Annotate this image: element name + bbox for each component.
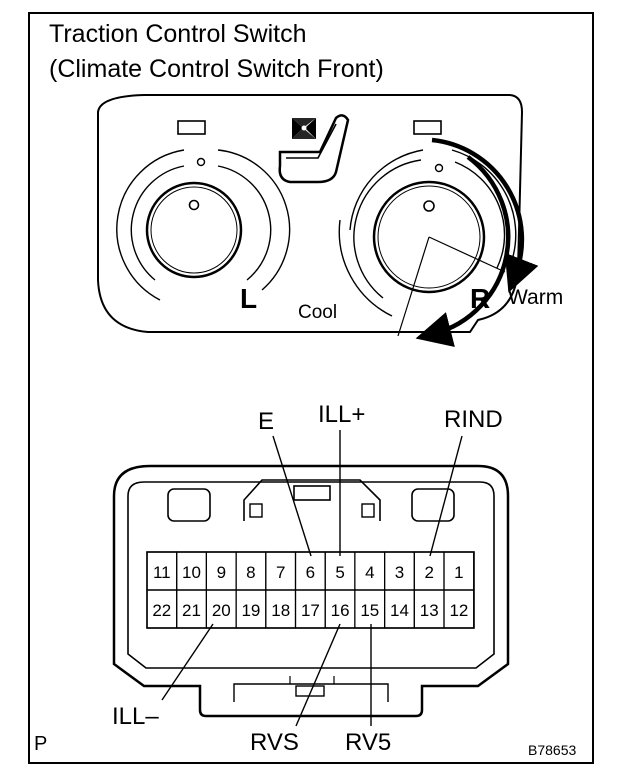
callout-e: E xyxy=(258,408,274,435)
left-dial-letter: L xyxy=(240,283,257,314)
pin-number: 21 xyxy=(182,601,201,620)
callout-rv5: RV5 xyxy=(345,729,391,756)
pin-number: 20 xyxy=(212,601,231,620)
warm-arrow xyxy=(431,137,539,293)
callout-lines xyxy=(161,430,463,727)
figure-id: B78653 xyxy=(528,742,577,758)
pin-number: 2 xyxy=(424,563,433,582)
pin-number: 14 xyxy=(390,601,409,620)
right-indicator-lamp xyxy=(413,120,442,135)
pin-number: 22 xyxy=(152,601,171,620)
left-indicator-lamp xyxy=(177,120,206,135)
pin-number: 13 xyxy=(420,601,439,620)
pin-number: 11 xyxy=(153,563,171,582)
pin-number: 3 xyxy=(395,563,404,582)
pin-number: 16 xyxy=(331,601,350,620)
pin-number: 5 xyxy=(335,563,344,582)
seat-fan-icon xyxy=(278,114,350,184)
callout-ill-minus: ILL– xyxy=(112,703,159,730)
pin-number: 18 xyxy=(271,601,290,620)
pin-number: 10 xyxy=(182,563,201,582)
diagram-title: Traction Control Switch xyxy=(49,20,307,48)
callout-rind: RIND xyxy=(444,406,503,433)
pin-number: 4 xyxy=(365,563,374,582)
pin-number: 12 xyxy=(449,601,468,620)
connector-housing xyxy=(112,464,510,718)
left-dial: L xyxy=(116,149,291,314)
right-dial: R Cool Warm xyxy=(298,137,563,347)
corner-letter: P xyxy=(34,733,48,755)
pin-cell xyxy=(443,589,475,629)
callout-ill-plus: ILL+ xyxy=(318,401,365,428)
diagram-subtitle: (Climate Control Switch Front) xyxy=(49,55,384,83)
callout-rvs: RVS xyxy=(250,729,299,756)
pin-number: 15 xyxy=(360,601,379,620)
switch-panel xyxy=(97,94,524,333)
pin-number: 7 xyxy=(276,563,285,582)
pin-number: 1 xyxy=(454,563,463,582)
pin-number: 17 xyxy=(301,601,320,620)
pin-number: 6 xyxy=(306,563,315,582)
pin-number: 8 xyxy=(246,563,255,582)
cool-label: Cool xyxy=(298,302,337,323)
right-dial-letter: R xyxy=(470,283,490,314)
warm-label: Warm xyxy=(508,286,563,309)
pin-number: 19 xyxy=(241,601,260,620)
pin-number: 9 xyxy=(217,563,226,582)
